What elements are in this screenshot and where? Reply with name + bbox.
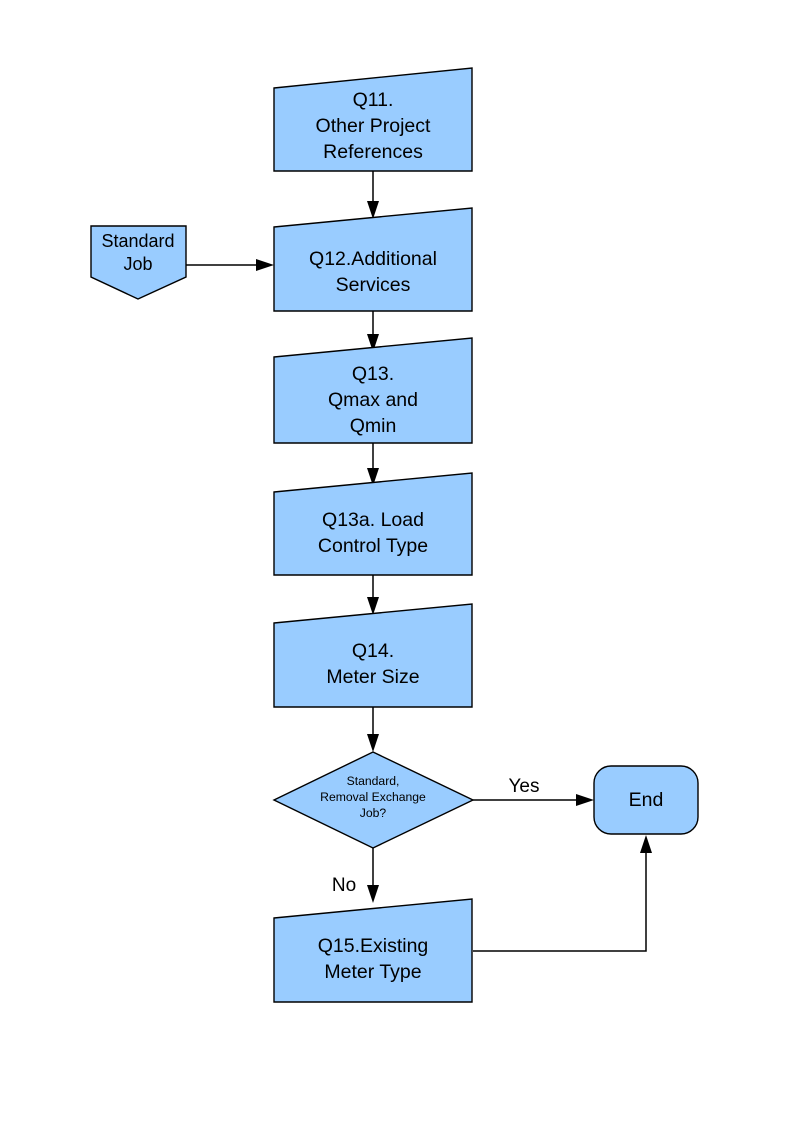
q13-label-line2: Qmax and xyxy=(328,389,418,411)
standard-job-label-line2: Job xyxy=(123,254,152,274)
q14-label-line2: Meter Size xyxy=(326,666,419,688)
edge-q13-to-q13a xyxy=(367,443,379,486)
q11-shape xyxy=(273,67,473,172)
node-standard-job[interactable]: Standard Job xyxy=(90,225,187,300)
arrowhead-icon xyxy=(367,201,379,219)
q13-shape xyxy=(273,337,473,444)
node-q15[interactable]: Q15.Existing Meter Type xyxy=(273,898,473,1003)
decision-label-line2: Removal Exchange xyxy=(320,790,426,804)
node-decision[interactable]: Standard, Removal Exchange Job? xyxy=(272,751,475,849)
arrowhead-icon xyxy=(367,734,379,752)
q13a-label-line1: Q13a. Load xyxy=(322,509,424,531)
end-shape xyxy=(593,765,699,835)
q14-shape xyxy=(273,603,473,708)
q11-label-line3: References xyxy=(323,141,423,163)
q15-shape xyxy=(273,898,473,1003)
arrowhead-icon xyxy=(367,334,379,352)
decision-label-line3: Job? xyxy=(360,806,387,820)
edge-standardjob-to-q12 xyxy=(186,259,274,271)
node-end[interactable]: End xyxy=(593,765,699,835)
arrowhead-icon xyxy=(256,259,274,271)
edge-q15-to-end xyxy=(473,835,652,952)
edge-decision-to-end-yes xyxy=(473,794,594,806)
decision-shape xyxy=(272,751,475,849)
arrowhead-icon xyxy=(640,835,652,853)
q15-label-line1: Q15.Existing xyxy=(318,935,429,957)
q11-label-line2: Other Project xyxy=(316,115,431,137)
q13-label-line1: Q13. xyxy=(352,363,394,385)
edge-label-yes: Yes xyxy=(509,776,540,797)
arrowhead-icon xyxy=(576,794,594,806)
q13a-label-line2: Control Type xyxy=(318,535,428,557)
arrowhead-icon xyxy=(367,885,379,903)
edge-q11-to-q12 xyxy=(367,171,379,219)
q13a-shape xyxy=(273,472,473,576)
edge-q14-to-decision xyxy=(367,707,379,752)
q12-shape xyxy=(273,207,473,312)
q14-label-line1: Q14. xyxy=(352,640,394,662)
edge-q12-to-q13 xyxy=(367,311,379,352)
decision-label-line1: Standard, xyxy=(347,774,400,788)
edge-q13a-to-q14 xyxy=(367,575,379,615)
arrowhead-icon xyxy=(367,468,379,486)
node-q13[interactable]: Q13. Qmax and Qmin xyxy=(273,337,473,444)
edge-label-no: No xyxy=(332,875,356,896)
node-q13a[interactable]: Q13a. Load Control Type xyxy=(273,472,473,576)
arrowhead-icon xyxy=(367,597,379,615)
node-q12[interactable]: Q12.Additional Services xyxy=(273,207,473,312)
q12-label-line1: Q12.Additional xyxy=(309,248,437,270)
edge-decision-to-q15-no xyxy=(367,848,379,903)
end-label: End xyxy=(629,789,664,811)
standard-job-label-line1: Standard xyxy=(101,231,174,251)
node-q11[interactable]: Q11. Other Project References xyxy=(273,67,473,172)
q15-label-line2: Meter Type xyxy=(324,961,421,983)
q12-label-line2: Services xyxy=(336,274,411,296)
q13-label-line3: Qmin xyxy=(350,415,397,437)
node-q14[interactable]: Q14. Meter Size xyxy=(273,603,473,708)
standard-job-shape xyxy=(90,225,187,300)
q11-label-line1: Q11. xyxy=(353,89,394,111)
